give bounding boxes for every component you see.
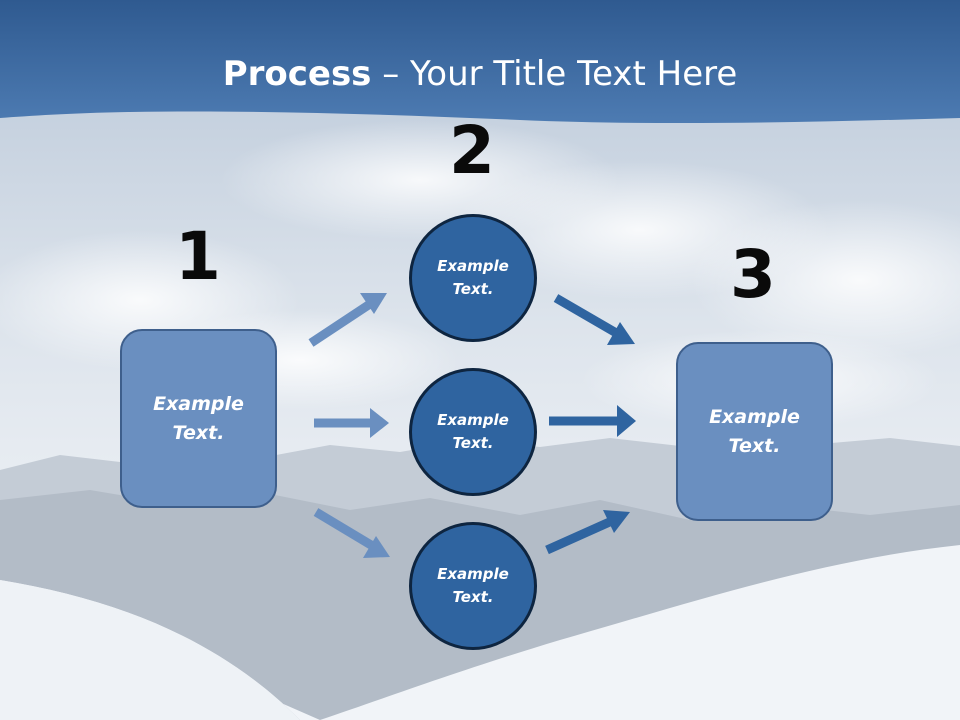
title-bold: Process [222, 54, 372, 94]
process-box-left: Example Text. [120, 329, 277, 508]
circle-2-text: Example Text. [437, 411, 509, 452]
slide-title: Process – Your Title Text Here [0, 52, 960, 96]
circle-3-text: Example Text. [437, 565, 509, 606]
step-number-3: 3 [730, 236, 776, 313]
circle-1-text: Example Text. [437, 257, 509, 298]
title-rest: – Your Title Text Here [371, 54, 738, 94]
process-circle-2: Example Text. [409, 368, 537, 496]
process-circle-1: Example Text. [409, 214, 537, 342]
arrow-box-to-circle-2 [314, 408, 389, 438]
process-box-right: Example Text. [676, 342, 833, 521]
arrow-circle-3-to-box [545, 510, 630, 555]
title-banner [0, 0, 960, 124]
arrow-circle-1-to-box [553, 294, 635, 345]
step-number-1: 1 [175, 218, 221, 295]
step-number-2: 2 [449, 112, 495, 189]
arrow-box-to-circle-1 [308, 293, 387, 347]
arrow-circle-2-to-box [549, 405, 636, 437]
box-left-text: Example Text. [153, 392, 244, 444]
arrow-box-to-circle-3 [313, 508, 390, 558]
box-right-text: Example Text. [709, 405, 800, 457]
process-circle-3: Example Text. [409, 522, 537, 650]
